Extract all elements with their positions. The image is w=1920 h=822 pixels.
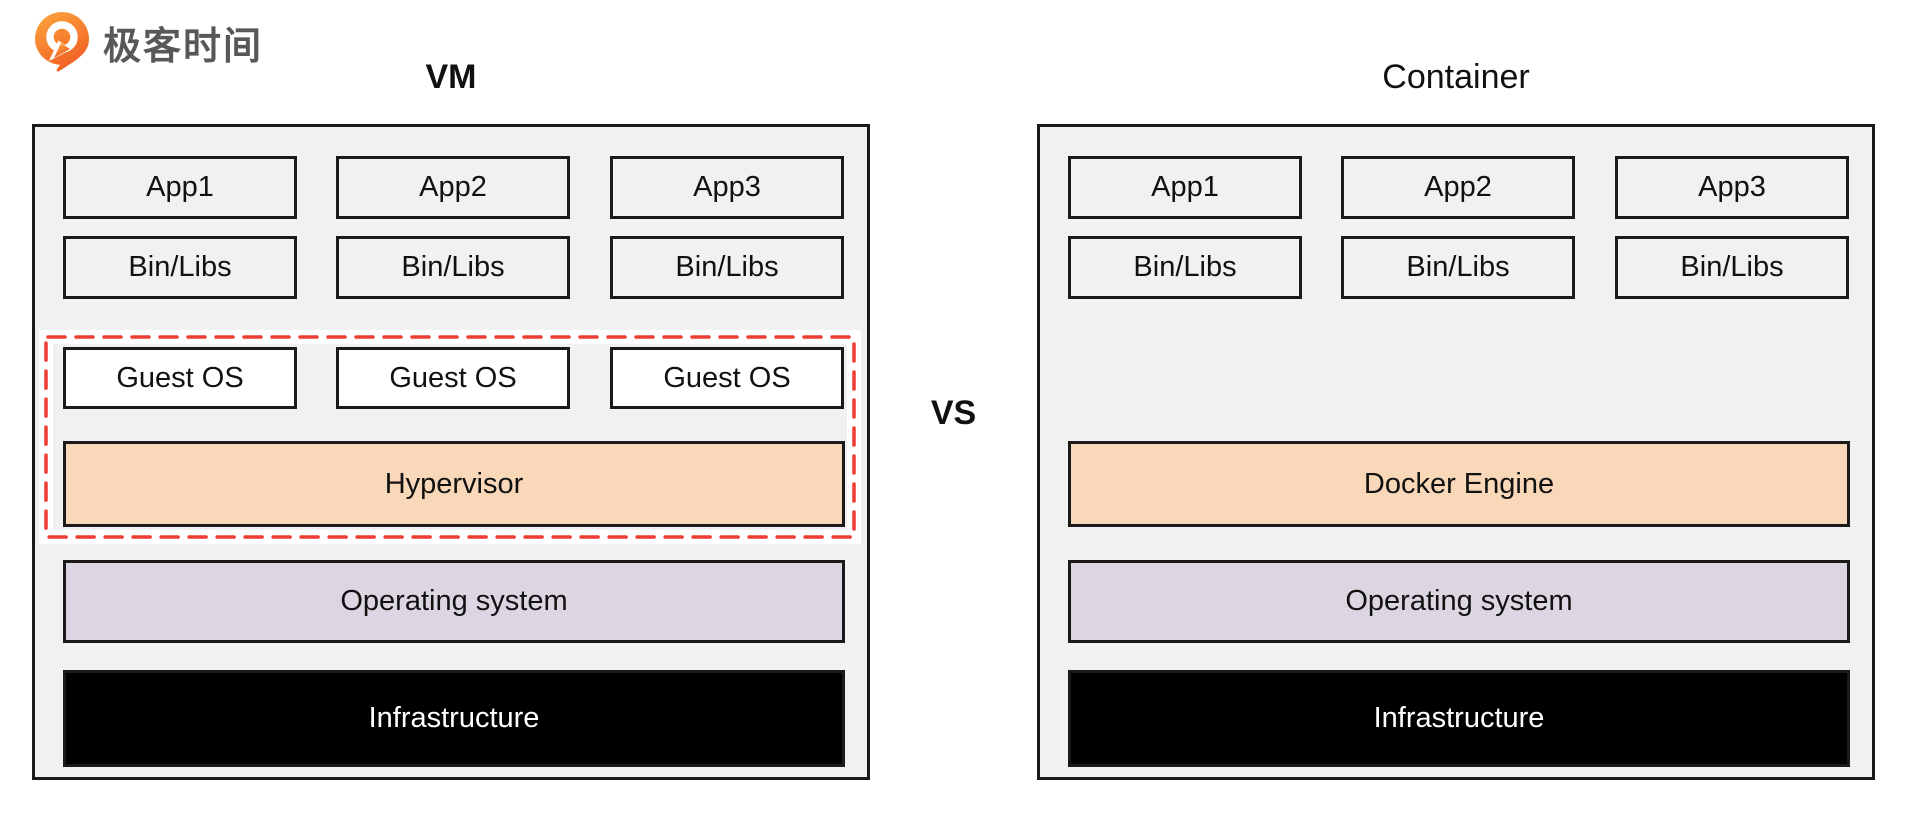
vm-title: VM bbox=[425, 58, 477, 96]
container-app-box: App2 bbox=[1341, 156, 1575, 219]
vm-hypervisor-box: Hypervisor bbox=[63, 441, 845, 527]
container-docker-engine-box: Docker Engine bbox=[1068, 441, 1850, 527]
vm-operating-system-box: Operating system bbox=[63, 560, 845, 643]
vm-binlibs-box: Bin/Libs bbox=[63, 236, 297, 299]
vm-guest-os-box: Guest OS bbox=[610, 347, 844, 409]
container-title: Container bbox=[1382, 58, 1530, 96]
vm-app-box: App1 bbox=[63, 156, 297, 219]
geektime-pin-icon bbox=[35, 12, 89, 72]
vs-label: VS bbox=[930, 394, 977, 432]
vm-guest-os-box: Guest OS bbox=[336, 347, 570, 409]
vm-binlibs-box: Bin/Libs bbox=[336, 236, 570, 299]
container-binlibs-box: Bin/Libs bbox=[1068, 236, 1302, 299]
brand-logo: 极客时间 bbox=[33, 11, 263, 73]
container-panel: App1 App2 App3 Bin/Libs Bin/Libs Bin/Lib… bbox=[1037, 124, 1875, 780]
vm-guest-os-box: Guest OS bbox=[63, 347, 297, 409]
container-binlibs-box: Bin/Libs bbox=[1615, 236, 1849, 299]
vm-app-box: App3 bbox=[610, 156, 844, 219]
vm-binlibs-box: Bin/Libs bbox=[610, 236, 844, 299]
vm-app-box: App2 bbox=[336, 156, 570, 219]
container-app-box: App1 bbox=[1068, 156, 1302, 219]
container-binlibs-box: Bin/Libs bbox=[1341, 236, 1575, 299]
container-operating-system-box: Operating system bbox=[1068, 560, 1850, 643]
vm-infrastructure-box: Infrastructure bbox=[63, 670, 845, 767]
container-infrastructure-box: Infrastructure bbox=[1068, 670, 1850, 767]
brand-name: 极客时间 bbox=[103, 25, 264, 68]
vm-panel: App1 App2 App3 Bin/Libs Bin/Libs Bin/Lib… bbox=[32, 124, 870, 780]
container-app-box: App3 bbox=[1615, 156, 1849, 219]
